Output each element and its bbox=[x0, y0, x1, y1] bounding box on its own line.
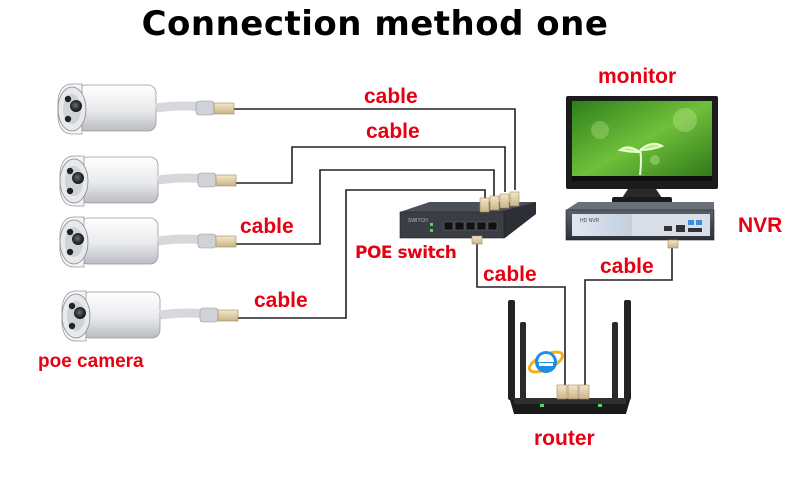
monitor-icon bbox=[566, 96, 718, 203]
nvr-icon: HD NVR bbox=[565, 202, 715, 249]
page-title: Connection method one bbox=[141, 4, 609, 44]
cable-label-switch-router: cable bbox=[483, 263, 537, 286]
ie-browser-icon bbox=[527, 350, 565, 374]
camera-icon bbox=[61, 290, 239, 342]
cable-label-1: cable bbox=[364, 85, 418, 108]
cable-line-nvr-router bbox=[584, 245, 673, 385]
cable-line-2 bbox=[236, 146, 506, 192]
poe-switch-label: POE switch bbox=[355, 243, 457, 263]
cable-label-4: cable bbox=[254, 289, 308, 312]
poe-camera-label: poe camera bbox=[38, 351, 144, 372]
router-label: router bbox=[534, 427, 595, 450]
poe-switch-icon: SWITCH bbox=[399, 191, 536, 245]
cable-line-1 bbox=[234, 108, 516, 190]
camera-icon bbox=[59, 155, 237, 207]
router-icon bbox=[508, 300, 631, 414]
cable-label-3: cable bbox=[240, 215, 294, 238]
cable-label-nvr-router: cable bbox=[600, 255, 654, 278]
nvr-label: NVR bbox=[738, 214, 783, 237]
cable-line-switch-router bbox=[476, 240, 566, 385]
svg-text:SWITCH: SWITCH bbox=[408, 218, 428, 224]
monitor-label: monitor bbox=[598, 65, 677, 88]
cable-line-4 bbox=[238, 189, 486, 319]
cable-label-2: cable bbox=[366, 120, 420, 143]
cable-lines bbox=[234, 108, 673, 385]
camera-icon bbox=[59, 216, 237, 268]
svg-text:HD NVR: HD NVR bbox=[580, 218, 600, 224]
camera-icon bbox=[57, 83, 235, 135]
cable-line-3 bbox=[236, 169, 495, 245]
